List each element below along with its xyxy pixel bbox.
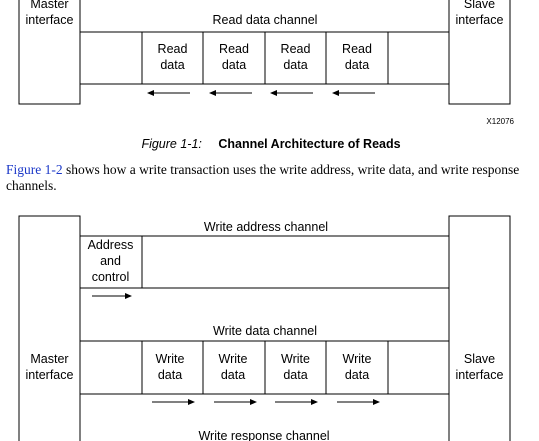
description-paragraph: Figure 1-2 shows how a write transaction… [6,162,534,194]
write-slave-label-line2: interface [456,368,504,382]
write-data-cell-4-line1: Write [343,352,372,366]
write-data-cell-2-line1: Write [219,352,248,366]
write-data-cell-1-line2: data [158,368,182,382]
write-data-cell-3-line2: data [283,368,307,382]
write-slave-interface-block [448,215,511,441]
write-master-interface-block [18,215,81,441]
figure-1-1: Master interface Slave interface Read da… [18,0,515,152]
write-data-cell-3-line1: Write [281,352,310,366]
slave-label-line2: interface [456,13,504,27]
write-data-channel: Write data channel Write data Write data… [80,324,449,405]
read-data-channel-label: Read data channel [213,13,318,27]
figure-1-2: Master interface Slave interface Write a… [18,215,511,441]
read-data-cell-2-line2: data [222,58,246,72]
write-data-cell-4-line2: data [345,368,369,382]
paragraph-text: shows how a write transaction uses the w… [6,162,520,193]
write-data-cell-1-line1: Write [156,352,185,366]
write-response-channel-label: Write response channel [198,429,329,441]
read-data-cell-1-line1: Read [158,42,188,56]
read-data-cell-4-line1: Read [342,42,372,56]
read-data-cell-3-line1: Read [281,42,311,56]
figure-id: X12076 [486,117,514,126]
write-data-channel-label: Write data channel [213,324,317,338]
address-cell-line1: Address [88,238,134,252]
read-data-cell-3-line2: data [283,58,307,72]
caption-prefix: Figure 1-1: [141,137,201,151]
write-master-label-line1: Master [30,352,68,366]
write-address-channel: Write address channel Address and contro… [80,220,449,299]
slave-label-line1: Slave [464,0,495,11]
address-cell-line2: and [100,254,121,268]
write-master-label-line2: interface [26,368,74,382]
read-data-cell-4-line2: data [345,58,369,72]
read-data-channel: Read data channel Read data Read data Re… [80,13,449,96]
slave-interface-block [448,0,511,105]
write-data-cell-2-line2: data [221,368,245,382]
address-cell-line3: control [92,270,130,284]
write-slave-label-line1: Slave [464,352,495,366]
read-data-cell-2-line1: Read [219,42,249,56]
write-address-channel-label: Write address channel [204,220,328,234]
master-label-line2: interface [26,13,74,27]
caption-title: Channel Architecture of Reads [218,137,400,151]
figure-1-1-caption: Figure 1-1: Channel Architecture of Read… [141,135,400,152]
master-interface-block [18,0,81,105]
read-data-cell-1-line2: data [160,58,184,72]
write-response-channel: Write response channel [198,429,329,441]
figure-1-2-link[interactable]: Figure 1-2 [6,162,63,177]
master-label-line1: Master [30,0,68,11]
